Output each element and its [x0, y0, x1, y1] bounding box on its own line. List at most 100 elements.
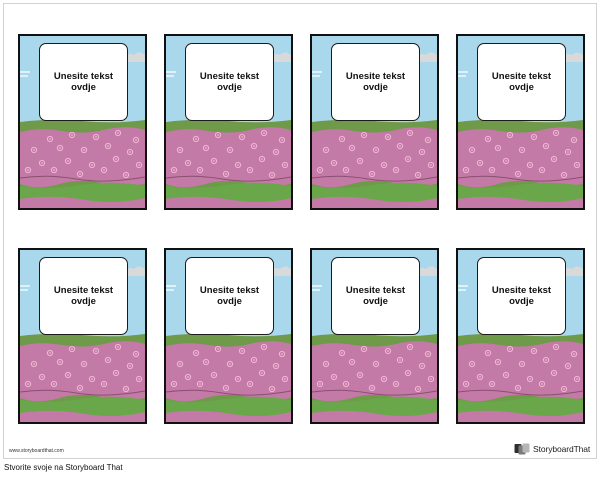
- flower: [538, 380, 546, 388]
- flower: [88, 375, 96, 383]
- card-text-box[interactable]: Unesite tekst ovdje: [477, 43, 566, 121]
- flower-center: [263, 346, 265, 348]
- flower: [184, 373, 192, 381]
- flower: [356, 157, 364, 165]
- flower-center: [49, 138, 51, 140]
- flower: [114, 343, 122, 351]
- flower-center: [95, 350, 97, 352]
- flower: [514, 170, 522, 178]
- flower-center: [67, 160, 69, 162]
- flower: [418, 148, 426, 156]
- flower-center: [275, 151, 277, 153]
- card-7[interactable]: Unesite tekst ovdje: [310, 248, 439, 424]
- flower: [64, 157, 72, 165]
- flower-center: [555, 346, 557, 348]
- flower: [396, 142, 404, 150]
- flower-center: [115, 158, 117, 160]
- flower: [196, 166, 204, 174]
- flower: [372, 360, 380, 368]
- site-link[interactable]: www.storyboardthat.com: [9, 448, 64, 454]
- card-8[interactable]: Unesite tekst ovdje: [456, 248, 585, 424]
- flower: [268, 171, 276, 179]
- flower-center: [333, 376, 335, 378]
- flower: [564, 148, 572, 156]
- flower-field: [458, 127, 583, 188]
- card-text: Unesite tekst ovdje: [53, 71, 114, 93]
- card-text-box[interactable]: Unesite tekst ovdje: [185, 43, 274, 121]
- flower-center: [129, 151, 131, 153]
- storyboardthat-logo[interactable]: StoryboardThat: [514, 442, 590, 456]
- flower-center: [427, 353, 429, 355]
- flower: [196, 380, 204, 388]
- flower-center: [249, 383, 251, 385]
- flower: [502, 371, 510, 379]
- card-5[interactable]: Unesite tekst ovdje: [18, 248, 147, 424]
- flower-center: [487, 352, 489, 354]
- flower-center: [505, 374, 507, 376]
- card-text-box[interactable]: Unesite tekst ovdje: [477, 257, 566, 335]
- flower: [226, 146, 234, 154]
- flower-center: [359, 374, 361, 376]
- flower: [268, 385, 276, 393]
- flower-center: [179, 149, 181, 151]
- flower-center: [509, 348, 511, 350]
- flower-center: [333, 162, 335, 164]
- flower: [76, 170, 84, 178]
- flower: [396, 356, 404, 364]
- flower: [238, 133, 246, 141]
- flower: [484, 349, 492, 357]
- flower: [272, 148, 280, 156]
- card-text: Unesite tekst ovdje: [199, 285, 260, 307]
- flower: [570, 136, 578, 144]
- flower: [392, 380, 400, 388]
- flower-center: [399, 359, 401, 361]
- flower-center: [576, 378, 578, 380]
- flower: [538, 166, 546, 174]
- card-6[interactable]: Unesite tekst ovdje: [164, 248, 293, 424]
- field-edge: [20, 389, 145, 396]
- flower: [100, 380, 108, 388]
- footer-text[interactable]: Stvorite svoje na Storyboard That: [4, 463, 123, 472]
- field-edge: [166, 389, 291, 396]
- card-text-box[interactable]: Unesite tekst ovdje: [331, 257, 420, 335]
- flower: [518, 146, 526, 154]
- card-text-box[interactable]: Unesite tekst ovdje: [39, 43, 128, 121]
- flower: [214, 131, 222, 139]
- wind-lines: [458, 285, 468, 291]
- card-text-box[interactable]: Unesite tekst ovdje: [185, 257, 274, 335]
- card-3[interactable]: Unesite tekst ovdje: [310, 34, 439, 210]
- flower: [414, 171, 422, 179]
- card-2[interactable]: Unesite tekst ovdje: [164, 34, 293, 210]
- flower-center: [345, 169, 347, 171]
- flower-center: [505, 160, 507, 162]
- flower: [234, 161, 242, 169]
- card-text-box[interactable]: Unesite tekst ovdje: [331, 43, 420, 121]
- flower-center: [229, 363, 231, 365]
- flower-field: [312, 341, 437, 402]
- flower: [88, 161, 96, 169]
- flower-strip: [20, 196, 145, 208]
- flower: [550, 369, 558, 377]
- flower-center: [91, 164, 93, 166]
- flower: [226, 360, 234, 368]
- flower: [356, 371, 364, 379]
- flower-center: [541, 169, 543, 171]
- flower-strip: [312, 410, 437, 422]
- flower-center: [319, 383, 321, 385]
- flower-center: [325, 149, 327, 151]
- wind-lines: [166, 71, 176, 77]
- card-text-box[interactable]: Unesite tekst ovdje: [39, 257, 128, 335]
- flower: [552, 343, 560, 351]
- card-4[interactable]: Unesite tekst ovdje: [456, 34, 585, 210]
- card-1[interactable]: Unesite tekst ovdje: [18, 34, 147, 210]
- flower-center: [567, 151, 569, 153]
- flower: [126, 362, 134, 370]
- flower-center: [253, 145, 255, 147]
- flower-center: [517, 387, 519, 389]
- flower-center: [261, 372, 263, 374]
- flower: [406, 129, 414, 137]
- flower-center: [284, 164, 286, 166]
- flower: [46, 349, 54, 357]
- flower: [573, 375, 581, 383]
- flower: [24, 166, 32, 174]
